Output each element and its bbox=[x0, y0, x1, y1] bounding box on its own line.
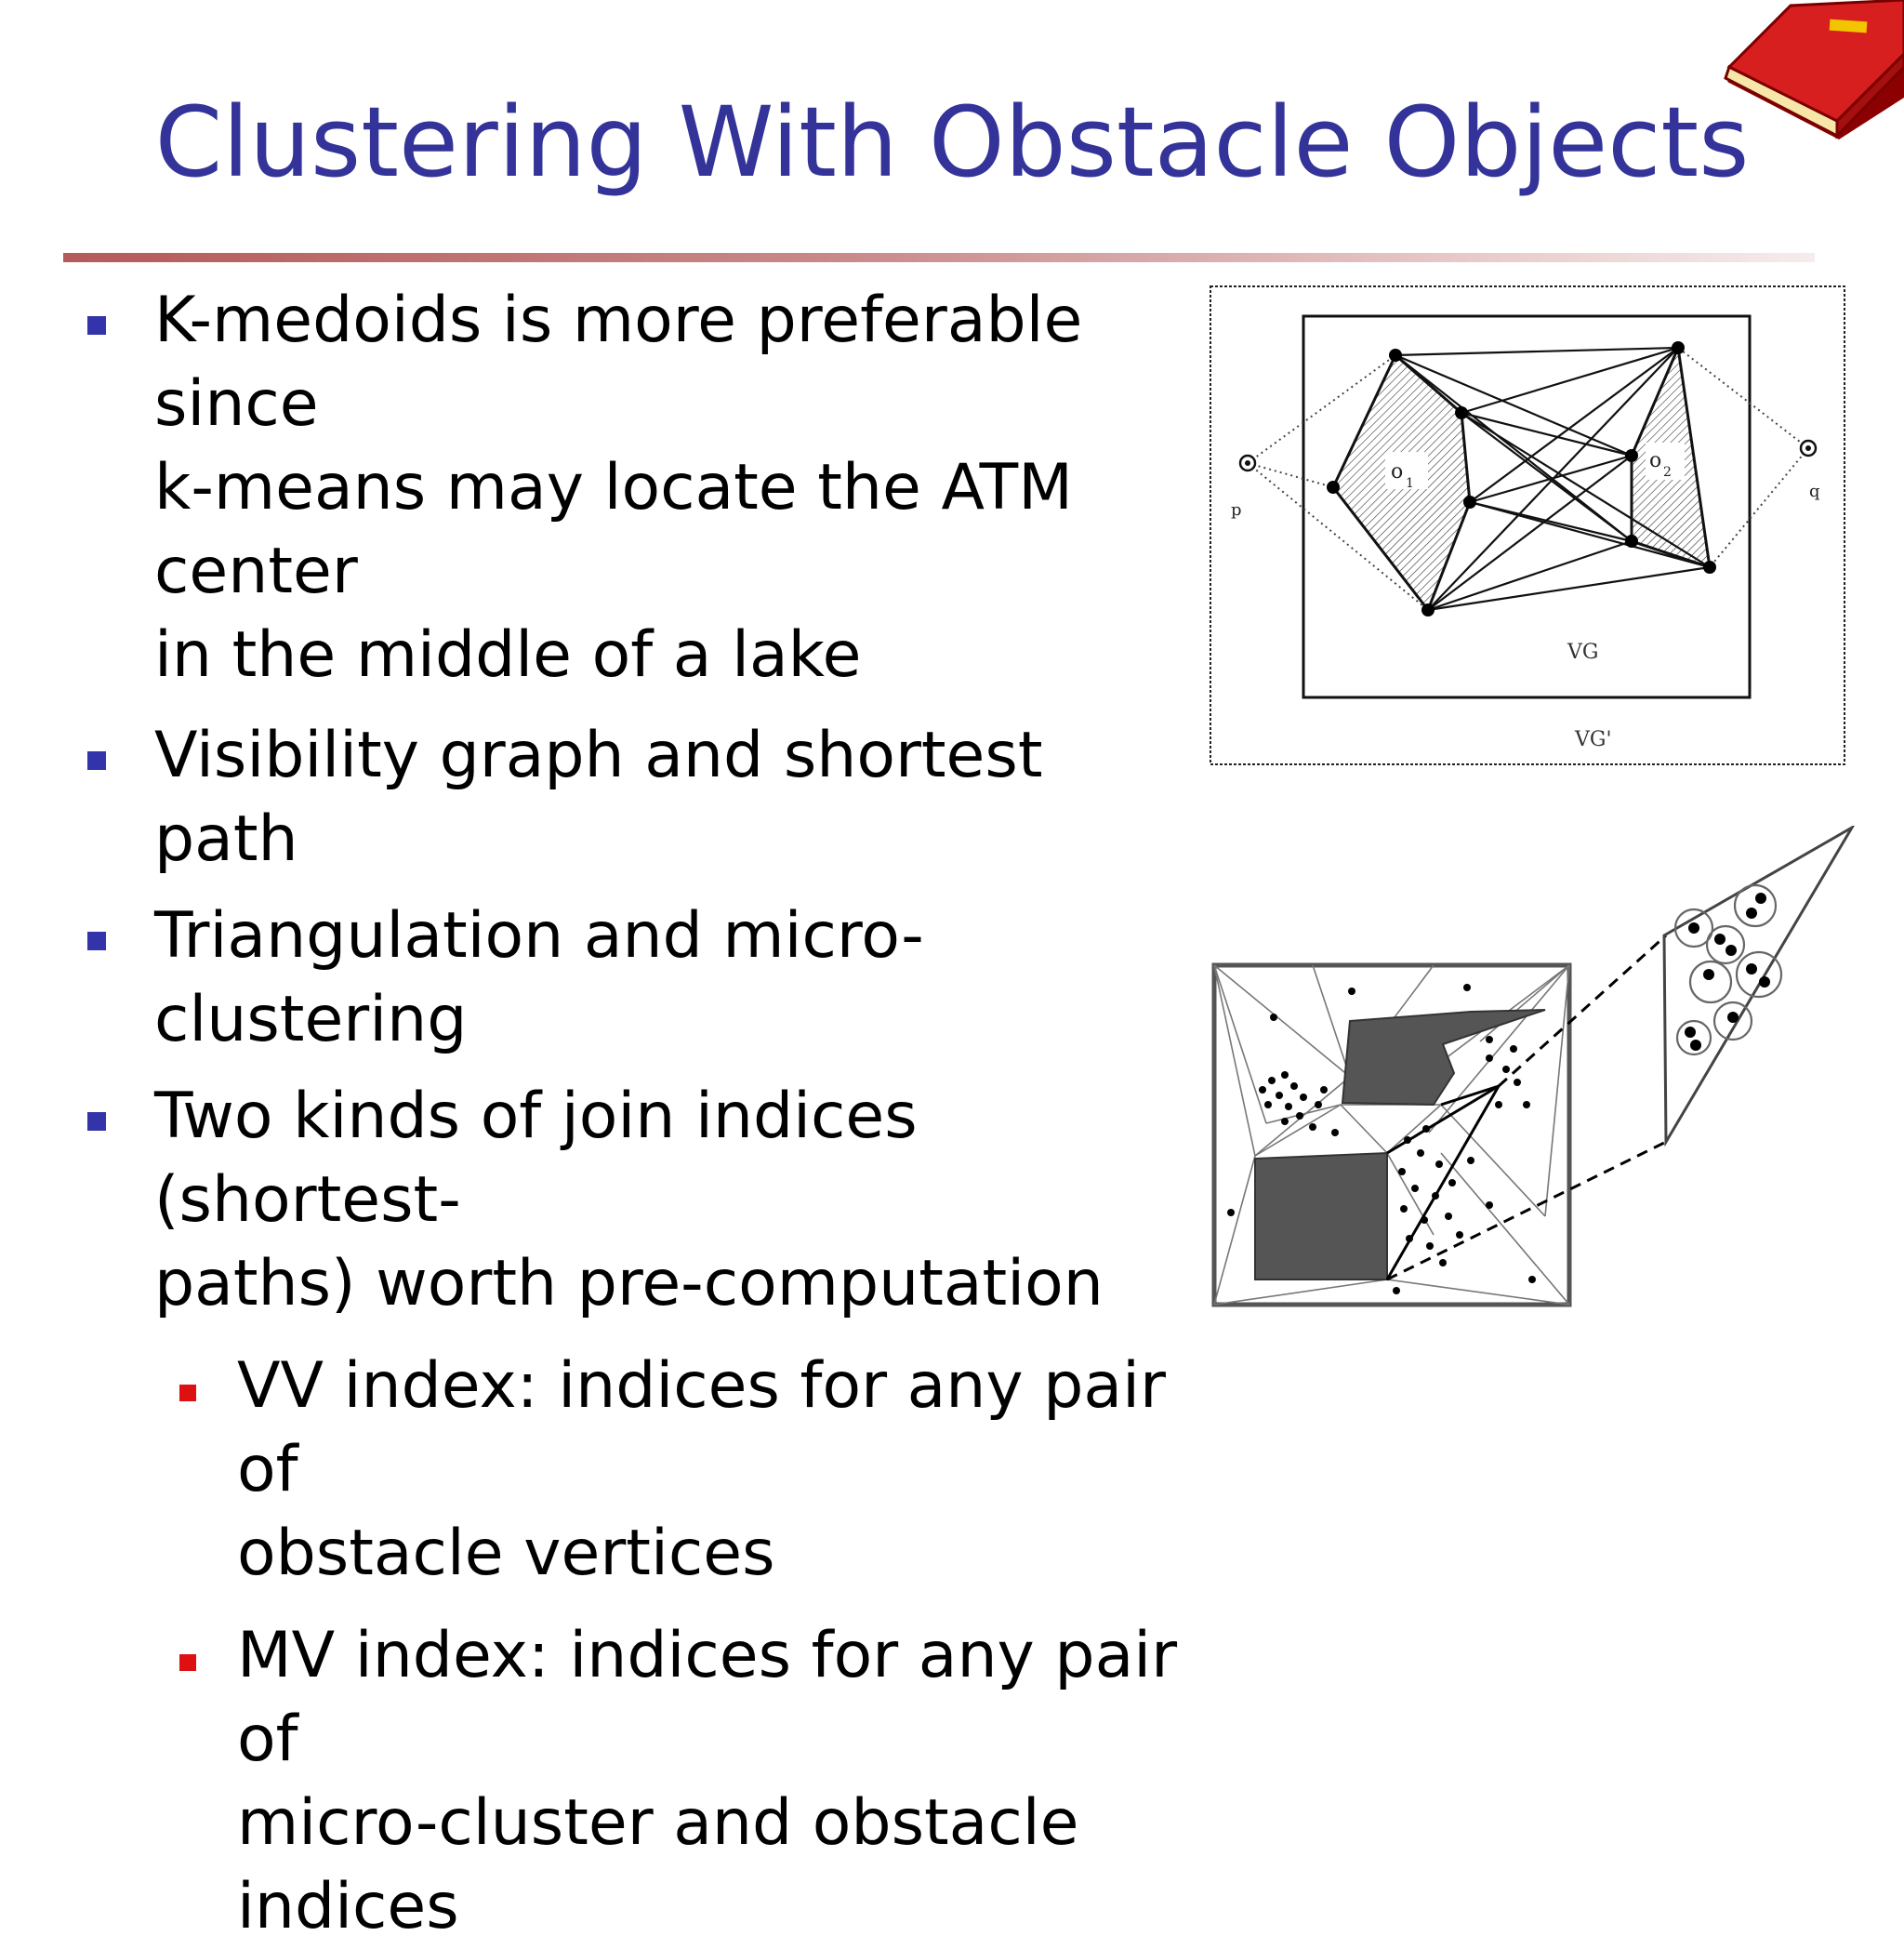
bullet-item: Triangulation and micro-clustering bbox=[82, 895, 1188, 1062]
sub-bullet-item: MV index: indices for any pair of micro-… bbox=[165, 1614, 1188, 1949]
micro-cluster-plane bbox=[1662, 826, 1855, 1147]
title-divider bbox=[63, 253, 1815, 262]
bullet-line: K-medoids is more preferable since bbox=[154, 284, 1083, 441]
bullet-marker bbox=[87, 751, 106, 770]
bullet-line: Two kinds of join indices (shortest- bbox=[154, 1080, 918, 1237]
triangulation-figure bbox=[1211, 826, 1855, 1307]
sub-bullet-line: obstacle vertices bbox=[237, 1517, 775, 1590]
bullet-line: k-means may locate the ATM center bbox=[154, 451, 1073, 608]
p-label: p bbox=[1231, 500, 1242, 520]
visibility-edges bbox=[1395, 346, 1711, 612]
bullet-line: in the middle of a lake bbox=[154, 618, 862, 692]
region-frame bbox=[1211, 962, 1572, 1307]
o1-label: o bbox=[1391, 460, 1403, 484]
sub-bullet-line: VV index: indices for any pair of bbox=[237, 1349, 1166, 1506]
obstacle-lower bbox=[1254, 1151, 1388, 1280]
obstacle-upper bbox=[1341, 1009, 1546, 1107]
sub-bullet-line: indices bbox=[237, 1870, 459, 1943]
visibility-graph-figure: o 1 o 2 p q VG VG' bbox=[1210, 285, 1845, 765]
graph-vertices bbox=[1327, 341, 1716, 617]
bullet-item: Two kinds of join indices (shortest- pat… bbox=[82, 1075, 1188, 1326]
sub-bullet-marker bbox=[179, 1654, 196, 1671]
data-points bbox=[1227, 893, 1770, 1294]
sub-bullet-line: micro-cluster and obstacle bbox=[237, 1786, 1079, 1860]
bullet-marker bbox=[87, 932, 106, 950]
micro-cluster-circles bbox=[1673, 883, 1783, 1056]
sub-bullet-marker bbox=[179, 1385, 196, 1401]
triangulation-edges bbox=[1213, 964, 1570, 1306]
bullet-line: Triangulation and micro-clustering bbox=[154, 899, 924, 1056]
q-label: q bbox=[1809, 482, 1820, 501]
bullet-line: paths) worth pre-computation bbox=[154, 1247, 1104, 1320]
inner-box-vg bbox=[1302, 314, 1752, 699]
slide-title: Clustering With Obstacle Objects bbox=[154, 86, 1750, 199]
outer-box-vg-prime bbox=[1210, 285, 1845, 765]
bullet-line: Visibility graph and shortest path bbox=[154, 719, 1043, 876]
o1-subscript: 1 bbox=[1406, 476, 1414, 491]
dotted-paths bbox=[1247, 347, 1809, 611]
sub-bullet-item: VV index: indices for any pair of obstac… bbox=[165, 1345, 1188, 1596]
o2-label: o bbox=[1649, 449, 1661, 472]
bullet-item: K-medoids is more preferable since k-mea… bbox=[82, 279, 1188, 697]
o2-subscript: 2 bbox=[1663, 465, 1672, 480]
bullet-list: K-medoids is more preferable since k-mea… bbox=[82, 279, 1188, 1949]
red-book-icon bbox=[1724, 0, 1904, 139]
projection-lines bbox=[1386, 934, 1668, 1281]
sub-bullet-line: MV index: indices for any pair of bbox=[237, 1619, 1178, 1776]
bullet-item: Visibility graph and shortest path bbox=[82, 714, 1188, 882]
bullet-marker bbox=[87, 316, 106, 335]
vg-label: VG bbox=[1567, 641, 1598, 664]
vg-prime-label: VG' bbox=[1574, 728, 1612, 751]
bullet-marker bbox=[87, 1112, 106, 1131]
